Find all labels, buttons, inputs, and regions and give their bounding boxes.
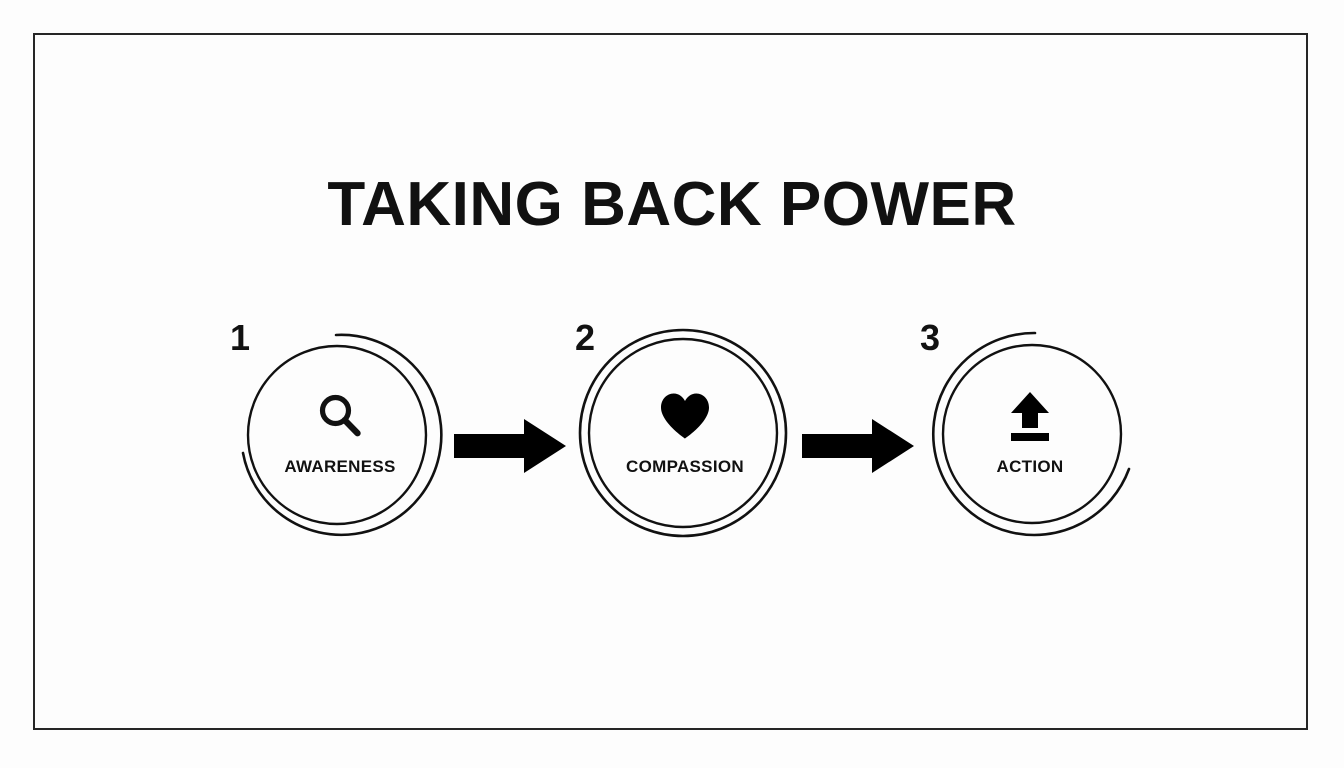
process-flow-diagram: 1 AWARENESS: [0, 318, 1344, 548]
magnifying-glass-icon: [315, 389, 365, 443]
process-step-awareness[interactable]: 1 AWARENESS: [225, 318, 455, 548]
step-label-action: ACTION: [996, 457, 1064, 476]
step-content-action: ACTION: [915, 318, 1145, 548]
step-label-awareness: AWARENESS: [284, 457, 396, 476]
step-number-2: 2: [575, 317, 596, 358]
step-number-3: 3: [920, 317, 941, 358]
slide-frame-border: [33, 33, 1308, 730]
page-title: TAKING BACK POWER: [327, 170, 1017, 239]
flow-arrow-2: [800, 415, 918, 477]
step-content-awareness: AWARENESS: [225, 318, 455, 548]
step-ring-awareness: [225, 318, 455, 548]
upload-arrow-icon: [1005, 389, 1055, 443]
process-step-compassion[interactable]: 2 COMPASSION: [570, 318, 800, 548]
heart-icon: [658, 389, 712, 443]
step-number-1: 1: [230, 317, 251, 358]
step-ring-action: [915, 318, 1145, 548]
flow-arrow-1: [452, 415, 570, 477]
step-content-compassion: COMPASSION: [570, 318, 800, 548]
process-step-action[interactable]: 3 ACTION: [915, 318, 1145, 548]
step-ring-compassion: [570, 318, 800, 548]
step-label-compassion: COMPASSION: [626, 457, 744, 476]
